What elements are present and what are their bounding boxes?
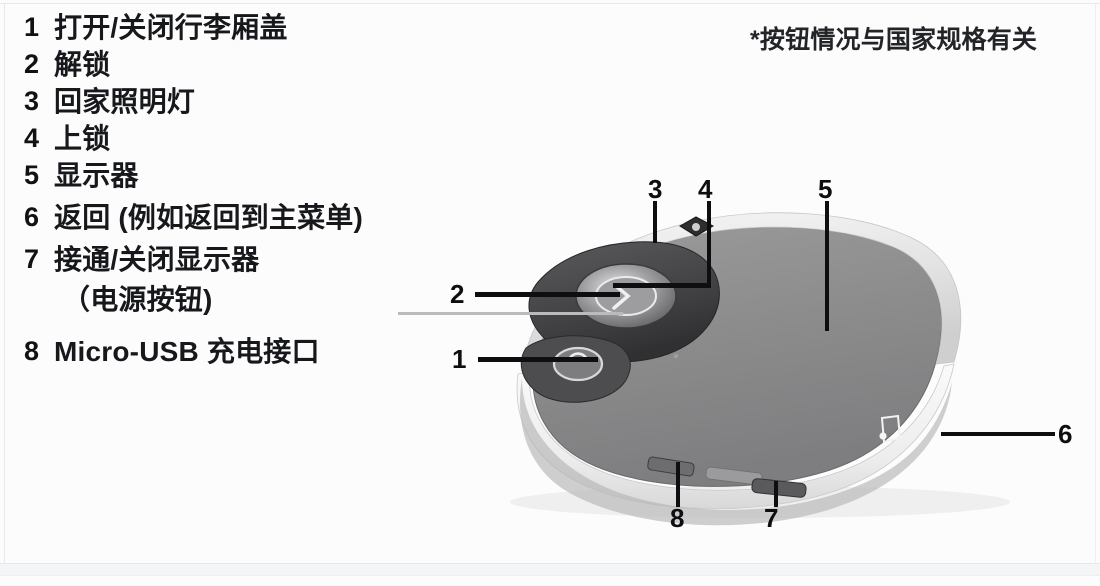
- leader-line-2: [475, 292, 620, 297]
- legend-item-6-label: 返回 (例如返回到主菜单): [54, 202, 364, 233]
- callout-label-2: 2: [450, 279, 464, 309]
- callout-label-5: 5: [818, 174, 832, 204]
- legend-list: 1 打开/关闭行李厢盖 2 解锁 3 回家照明灯 4 上锁 5 显示器 6 返回…: [24, 14, 494, 375]
- legend-item-3: 3 回家照明灯: [24, 88, 494, 116]
- power-button[interactable]: [751, 478, 807, 498]
- leader-line-7: [774, 481, 778, 507]
- legend-item-8-label: Micro-USB 充电接口: [54, 336, 320, 367]
- legend-item-6-number: 6: [24, 202, 39, 232]
- leader-line-3: [653, 201, 657, 243]
- legend-item-2-number: 2: [24, 49, 39, 79]
- page-border-top: [0, 3, 1100, 4]
- page-border-left: [4, 3, 5, 569]
- leader-line-2-stub: [398, 312, 623, 315]
- legend-item-7: 7 接通/关闭显示器 （电源按钮): [24, 246, 494, 318]
- legend-item-6: 6 返回 (例如返回到主菜单): [24, 204, 494, 232]
- key-fob-illustration: [430, 150, 1100, 550]
- page-border-bottom: [0, 563, 1100, 564]
- legend-item-2: 2 解锁: [24, 51, 494, 79]
- legend-item-4-number: 4: [24, 123, 39, 153]
- legend-item-3-number: 3: [24, 86, 39, 116]
- leader-line-1: [478, 357, 598, 362]
- legend-item-5: 5 显示器: [24, 162, 494, 190]
- leader-line-8: [676, 462, 680, 507]
- legend-item-8: 8 Micro-USB 充电接口: [24, 338, 494, 366]
- legend-item-4: 4 上锁: [24, 125, 494, 153]
- callout-label-4: 4: [698, 174, 712, 204]
- back-button-dot-icon: [879, 432, 887, 440]
- legend-item-5-label: 显示器: [54, 160, 139, 191]
- legend-item-1-number: 1: [24, 12, 39, 42]
- leader-line-5: [825, 201, 829, 331]
- surface-speck: [673, 353, 679, 359]
- legend-item-3-label: 回家照明灯: [54, 86, 196, 117]
- callout-label-7: 7: [764, 503, 778, 533]
- legend-item-1: 1 打开/关闭行李厢盖: [24, 14, 494, 42]
- callout-label-3: 3: [648, 174, 662, 204]
- callout-label-6: 6: [1058, 419, 1072, 449]
- callout-label-1: 1: [452, 344, 466, 374]
- footnote-country-spec: *按钮情况与国家规格有关: [750, 26, 1038, 54]
- page-bottom-band: [0, 564, 1100, 575]
- legend-item-7-label: 接通/关闭显示器: [54, 244, 260, 275]
- trunk-button[interactable]: [552, 346, 604, 382]
- legend-item-5-number: 5: [24, 160, 39, 190]
- legend-item-7-label-line2: （电源按钮): [62, 284, 213, 315]
- leader-line-6: [941, 432, 1055, 436]
- legend-item-2-label: 解锁: [54, 49, 111, 80]
- page-border-bottom-secondary: [0, 575, 1100, 576]
- legend-item-4-label: 上锁: [54, 123, 111, 154]
- key-fob-svg: [510, 212, 1010, 526]
- unlock-glyph-icon: [612, 284, 631, 310]
- home-light-button-center-icon: [692, 223, 700, 231]
- leader-line-4-horizontal: [613, 283, 711, 288]
- legend-item-7-number: 7: [24, 244, 39, 274]
- micro-usb-port[interactable]: [647, 456, 695, 477]
- legend-item-1-label: 打开/关闭行李厢盖: [54, 12, 288, 43]
- callout-label-8: 8: [670, 503, 684, 533]
- legend-item-8-number: 8: [24, 336, 39, 366]
- leader-line-4-vertical: [707, 201, 711, 286]
- page-border-right: [1095, 3, 1096, 569]
